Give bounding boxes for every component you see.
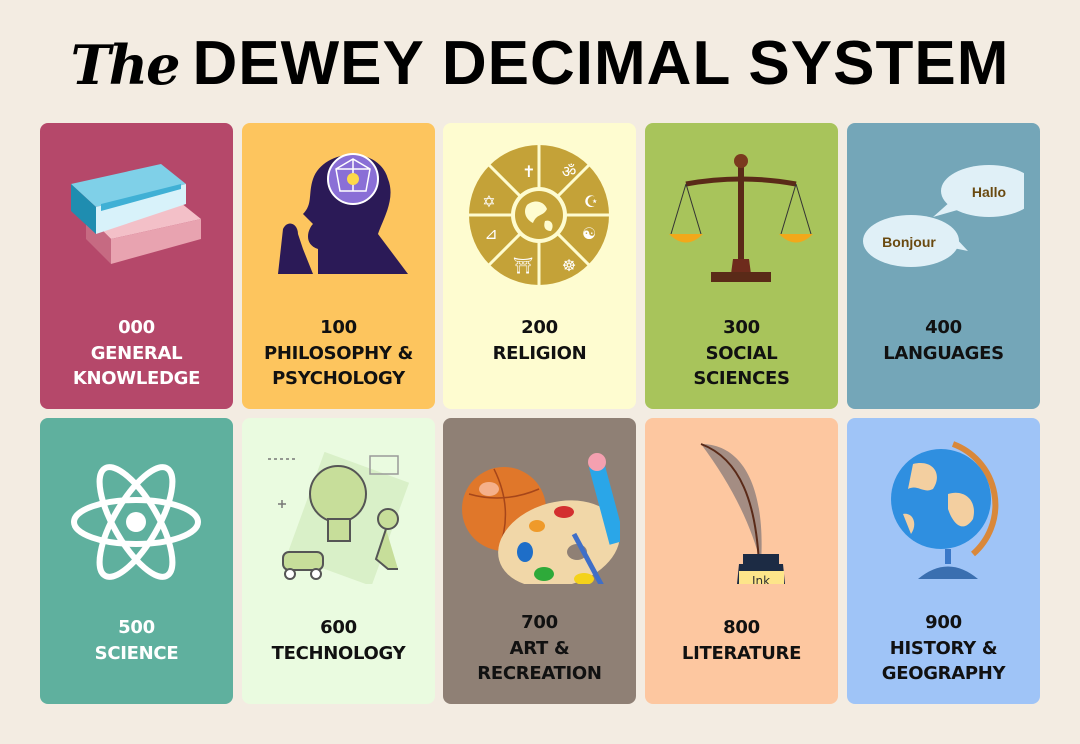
label-line: 700 [521,612,558,633]
svg-text:✝: ✝ [522,162,535,181]
label-line: 200 [521,317,558,338]
label-line: 800 [723,617,760,638]
globe-icon [891,441,999,579]
bonjour-text: Bonjour [882,234,936,250]
svg-text:✡: ✡ [482,192,495,211]
label-line: SCIENCE [94,642,179,664]
svg-text:⛩: ⛩ [513,256,533,275]
label-line: RELIGION [492,342,587,364]
label-line: TECHNOLOGY [271,642,406,664]
svg-text:☪: ☪ [584,192,598,211]
ink-label: Ink [752,574,770,584]
label-line: PSYCHOLOGY [272,368,405,389]
speech-bubbles-icon: Hallo Bonjour [863,165,1024,267]
label-line: 500 [118,617,155,638]
label-line: HISTORY & [889,637,998,659]
label-line: 400 [925,317,962,338]
svg-text:ॐ: ॐ [562,162,577,181]
label-line: RECREATION [477,663,602,684]
label-line: SOCIAL [705,342,778,364]
label-line: KNOWLEDGE [72,368,201,389]
label-line: GEOGRAPHY [881,663,1006,684]
label-line: LITERATURE [681,642,802,664]
label-line: LANGUAGES [883,342,1004,364]
label-line: 600 [320,617,357,638]
label-line: 000 [118,317,155,338]
label-line: PHILOSOPHY & [263,342,413,364]
scales-icon [669,154,813,282]
label-line: GENERAL [90,342,183,364]
thinking-head-icon [278,153,408,274]
books-icon [71,164,201,264]
title-script: The [70,33,181,97]
svg-text:⊿: ⊿ [484,224,497,243]
label-line: 100 [320,317,357,338]
title-main: DEWEY DECIMAL SYSTEM [192,29,1010,98]
atom-icon [71,464,201,580]
svg-text:☯: ☯ [582,224,596,243]
label-line: SCIENCES [693,368,790,389]
quill-ink-icon: Ink [700,443,785,584]
hallo-text: Hallo [972,184,1006,200]
palette-icon [462,453,620,584]
religion-wheel-icon: ✝ ॐ ☪ ☯ ☸ ⛩ ⊿ ✡ [469,145,609,285]
robot-icon [268,451,410,584]
label-line: 300 [723,317,760,338]
label-line: ART & [509,637,570,659]
label-line: 900 [925,612,962,633]
svg-text:☸: ☸ [562,256,576,275]
